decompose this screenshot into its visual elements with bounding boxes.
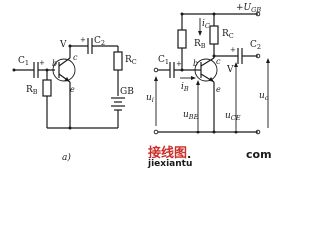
collector-label-b: c [216, 57, 221, 66]
rc-label-b: RC [222, 29, 234, 40]
caption-a: a) [62, 152, 71, 163]
transistor-a [52, 58, 76, 82]
ui-label-b: ui [146, 93, 154, 104]
transistor-label-b: V [226, 65, 234, 75]
transistor-b [194, 58, 218, 82]
ib-label-b: iB [181, 82, 189, 93]
supply-label-b: +UGB [236, 3, 261, 14]
uo-label-b: uo [259, 91, 269, 102]
battery-label-a: GB [120, 87, 134, 97]
rc-label-a: RC [125, 55, 137, 66]
circuit-a: C1 + RB V b c e C2 + RC [12, 36, 137, 163]
supply-terminal-b [255, 11, 261, 17]
watermark-cn: 接线图 [148, 145, 187, 161]
c1-label-a: C1 [18, 56, 29, 67]
base-label-b: b [193, 59, 198, 68]
ic-label-b: iC [202, 19, 210, 30]
watermark-sep: . [187, 148, 191, 161]
amplifier-circuit-diagram: C1 + RB V b c e C2 + RC [12, 3, 272, 168]
c1-label-b: C1 [158, 55, 169, 66]
emitter-label-a: e [70, 85, 75, 94]
base-label-a: b [52, 59, 57, 68]
transistor-label-a: V [59, 40, 67, 50]
uce-label-b: uCE [225, 111, 241, 122]
input-terminal-b [153, 67, 159, 73]
rc-resistor-b [209, 25, 219, 45]
watermark-com: com [246, 148, 272, 161]
input-terminal-a [12, 68, 16, 72]
rb-label-a: RB [26, 85, 38, 96]
rb-label-b: RB [194, 39, 206, 50]
c2-plus-a: + [80, 36, 86, 44]
c2-label-b: C2 [250, 40, 261, 51]
c1-plus-a: + [39, 59, 45, 67]
emitter-label-b: e [216, 85, 221, 94]
watermark: 接线图 . jiexiantu com [147, 145, 272, 168]
c2-plus-b: + [230, 46, 236, 54]
collector-label-a: c [73, 53, 78, 62]
rc-resistor-a [113, 51, 123, 71]
emitter-arrow-b [208, 77, 214, 82]
c2-label-a: C2 [94, 36, 105, 47]
rb-resistor-b [177, 29, 187, 49]
rb-resistor-a [42, 79, 52, 97]
c1-plus-b: + [176, 60, 182, 68]
watermark-domain: jiexiantu [147, 159, 192, 168]
circuit-b: +UGB RB RC iC C2 + C1 + [146, 3, 270, 135]
emitter-arrow-a [64, 77, 70, 82]
ube-label-b: uBE [183, 110, 199, 121]
output-terminal-b [255, 53, 261, 59]
